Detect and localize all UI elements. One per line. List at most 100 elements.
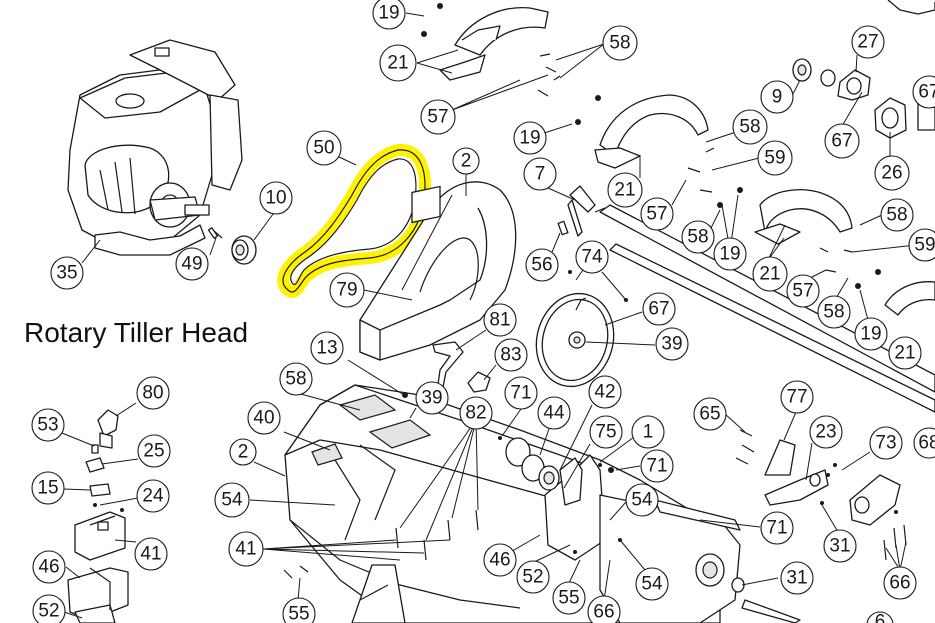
callout-27[interactable]: 27 (851, 25, 885, 59)
svg-text:35: 35 (56, 263, 77, 284)
callout-78[interactable]: 79 (329, 272, 365, 308)
callout-23[interactable]: 31 (823, 529, 857, 563)
svg-text:71: 71 (510, 383, 531, 404)
callout-77[interactable]: 71 (760, 511, 794, 545)
callout-32[interactable]: 39 (655, 327, 689, 361)
callout-10[interactable]: 10 (259, 181, 293, 215)
callout-2-b[interactable]: 68 (913, 427, 935, 459)
svg-text:66: 66 (889, 573, 910, 594)
callout-66[interactable]: 66 (883, 566, 917, 600)
callout-58-b[interactable]: 58 (732, 109, 768, 145)
svg-text:19: 19 (860, 324, 881, 345)
callout-57-a[interactable]: 57 (420, 99, 456, 135)
callout-68-b[interactable]: 46 (483, 543, 517, 577)
belt-guard-drawing (359, 181, 517, 361)
callout-68-a[interactable]: 13 (310, 331, 344, 365)
callout-71-b[interactable]: 52 (516, 560, 550, 594)
callout-58-c[interactable]: 58 (681, 220, 715, 254)
callout-15[interactable]: 23 (809, 415, 843, 449)
callout-71-c[interactable]: 66 (587, 595, 621, 623)
callout-67-a[interactable]: 67 (824, 123, 860, 159)
callout-39-b[interactable]: 75 (589, 415, 623, 449)
callout-58-h[interactable]: 82 (459, 396, 493, 430)
callout-53[interactable]: 65 (693, 397, 727, 431)
callout-31[interactable]: 31 (780, 561, 814, 595)
callout-67-c[interactable]: 71 (504, 376, 538, 410)
svg-text:31: 31 (786, 568, 807, 589)
callout-44[interactable]: 80 (136, 376, 170, 410)
callout-13[interactable]: 42 (588, 375, 622, 409)
svg-text:55: 55 (558, 588, 579, 609)
callout-19-a[interactable]: 19 (372, 0, 406, 30)
svg-text:50: 50 (313, 138, 334, 159)
svg-text:57: 57 (792, 281, 813, 302)
callout-54-b[interactable]: 55 (552, 581, 586, 615)
callout-19-c[interactable]: 19 (713, 237, 747, 271)
callout-58-a[interactable]: 58 (602, 25, 638, 61)
svg-text:68: 68 (918, 433, 935, 454)
callout-19-d[interactable]: 19 (854, 317, 888, 351)
callout-58-d[interactable]: 58 (880, 198, 914, 232)
callout-67-b[interactable]: 67 (912, 75, 935, 109)
callout-71-a[interactable]: 1 (631, 415, 665, 449)
callout-2-a[interactable]: 2 (452, 147, 480, 175)
callout-1[interactable]: 2 (229, 438, 257, 466)
callout-49[interactable]: 49 (175, 247, 209, 281)
callout-21-a[interactable]: 21 (379, 44, 417, 82)
svg-text:57: 57 (646, 204, 667, 225)
svg-text:41: 41 (235, 539, 256, 560)
callout-55[interactable]: 55 (282, 597, 316, 623)
callout-82[interactable]: 15 (31, 471, 65, 505)
svg-text:58: 58 (285, 369, 306, 390)
callout-9[interactable]: 9 (760, 80, 794, 114)
callout-79[interactable]: 58 (279, 362, 313, 396)
callout-74[interactable]: 74 (575, 240, 609, 274)
callout-36[interactable]: 83 (494, 338, 528, 372)
callout-57-c[interactable]: 57 (786, 274, 820, 308)
callout-35[interactable]: 35 (50, 256, 84, 290)
callout-21-c[interactable]: 21 (752, 256, 788, 292)
callout-75[interactable]: 24 (136, 479, 170, 513)
callout-21-d[interactable]: 21 (888, 336, 922, 370)
callout-50[interactable]: 50 (306, 130, 342, 166)
svg-text:80: 80 (142, 383, 163, 404)
callout-54-c[interactable]: 54 (635, 567, 669, 601)
svg-text:82: 82 (465, 403, 486, 424)
callout-25[interactable]: 77 (780, 380, 814, 414)
svg-text:83: 83 (500, 345, 521, 366)
callout-65[interactable]: 54 (625, 483, 659, 517)
callout-7[interactable]: 7 (523, 157, 557, 191)
callout-24[interactable]: 73 (869, 426, 903, 460)
callout-26[interactable]: 26 (874, 155, 910, 191)
callout-39-a[interactable]: 44 (537, 396, 571, 430)
callout-59-a[interactable]: 59 (757, 140, 793, 176)
svg-text:26: 26 (881, 163, 902, 184)
svg-text:74: 74 (581, 247, 603, 268)
callout-41[interactable]: 41 (134, 537, 168, 571)
callout-12[interactable]: 81 (483, 303, 517, 337)
callout-58-e[interactable]: 58 (817, 295, 851, 329)
callout-19-b[interactable]: 19 (513, 121, 547, 155)
svg-text:52: 52 (38, 601, 59, 622)
callout-6[interactable]: 6 (866, 611, 894, 623)
callout-40[interactable]: 25 (137, 434, 171, 468)
svg-text:54: 54 (631, 490, 653, 511)
callout-42[interactable]: 53 (31, 408, 65, 442)
callout-59-b[interactable]: 59 (908, 228, 935, 262)
callout-56[interactable]: 56 (525, 248, 559, 282)
callout-52[interactable]: 52 (32, 594, 66, 623)
callout-73[interactable]: 41 (228, 531, 264, 567)
svg-text:58: 58 (609, 33, 630, 54)
callout-54-a[interactable]: 71 (640, 449, 674, 483)
callout-83[interactable]: 40 (247, 401, 281, 435)
callout-80[interactable]: 54 (214, 482, 250, 518)
callout-21-b[interactable]: 21 (607, 172, 643, 208)
callout-57-b[interactable]: 57 (640, 197, 674, 231)
callout-46[interactable]: 46 (32, 550, 66, 584)
callout-81[interactable]: 39 (415, 381, 449, 415)
svg-text:53: 53 (37, 415, 58, 436)
svg-text:49: 49 (181, 254, 202, 275)
callout-14[interactable]: 67 (642, 292, 676, 326)
engine-drawing (67, 39, 243, 256)
